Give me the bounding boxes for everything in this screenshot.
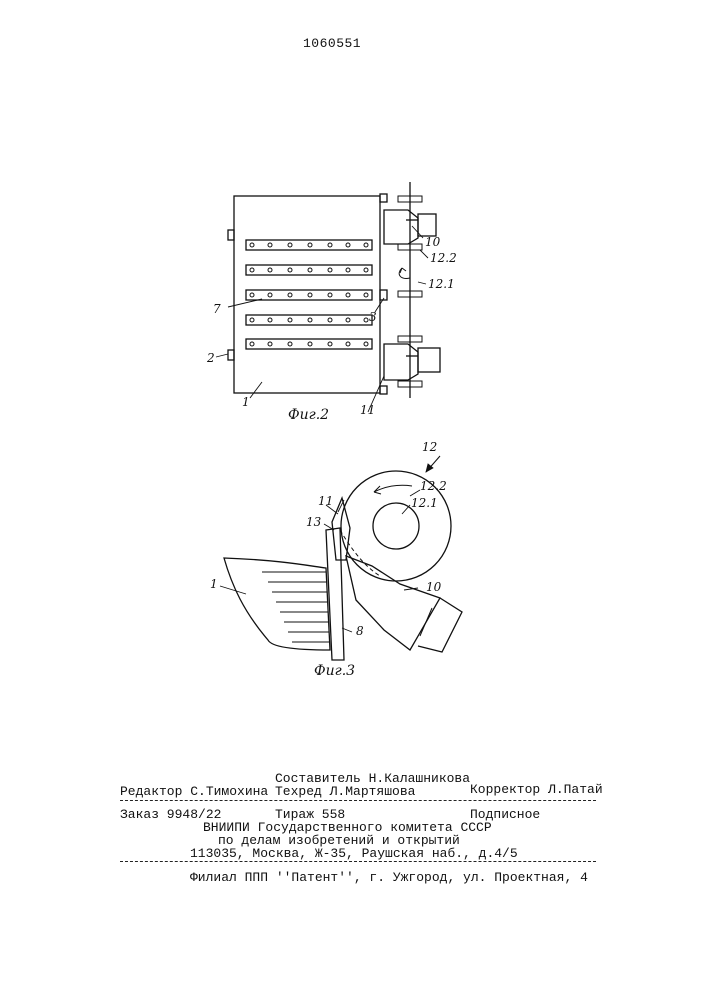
rule-1 (120, 800, 596, 801)
fig3-label-12: 12 (422, 441, 437, 453)
org-line-3: 113035, Москва, Ж-35, Раушская наб., д.4… (190, 847, 518, 860)
dashed-path (340, 530, 380, 576)
fig3-label-11: 11 (318, 495, 333, 507)
hopper-hatching (262, 572, 329, 642)
fig3-label-10: 10 (426, 581, 441, 593)
fig3-label-12-1: 12.1 (411, 497, 438, 509)
fig3-label-13: 13 (306, 516, 321, 528)
editor-line: Редактор С.Тимохина (120, 785, 268, 798)
techred-line: Техред Л.Мартяшова (275, 785, 415, 798)
fig3-caption: Фиг.3 (314, 664, 355, 678)
branch-line: Филиал ППП ''Патент'', г. Ужгород, ул. П… (190, 871, 588, 884)
leader-lines-fig3 (220, 490, 420, 632)
rule-2 (120, 861, 596, 862)
corrector-line: Корректор Л.Патай (470, 783, 603, 796)
fig3-label-1: 1 (210, 578, 218, 590)
fig3-label-12-2: 12.2 (420, 480, 447, 492)
fig3-label-8: 8 (356, 625, 364, 637)
